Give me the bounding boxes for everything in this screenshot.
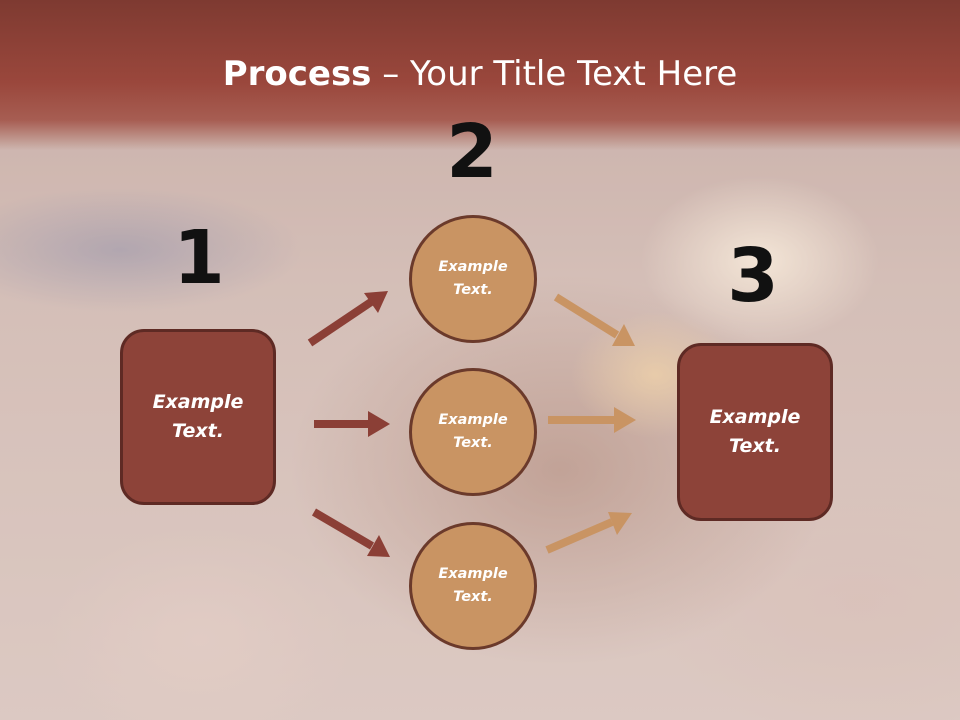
title-rest-part: – Your Title Text Here — [371, 54, 738, 94]
header-band — [0, 0, 960, 150]
step-1-box: Example Text. — [120, 329, 276, 505]
arrow-circle-middle-to-3 — [548, 407, 636, 433]
step-3-box-text: Example Text. — [709, 406, 801, 457]
circle-top: Example Text. — [409, 215, 537, 343]
arrow-1-to-circle-middle — [314, 411, 390, 437]
arrow-circle-bottom-to-3 — [545, 512, 632, 554]
circle-bottom-text: Example Text. — [438, 566, 508, 605]
step-number-1: 1 — [173, 215, 225, 301]
circle-bottom: Example Text. — [409, 522, 537, 650]
step-number-3: 3 — [727, 233, 779, 319]
slide-title: Process – Your Title Text Here — [0, 52, 960, 96]
circle-middle-text: Example Text. — [438, 412, 508, 451]
arrow-1-to-circle-bottom — [311, 508, 390, 557]
arrow-circle-top-to-3 — [553, 293, 635, 346]
step-number-2: 2 — [446, 109, 498, 195]
circle-middle: Example Text. — [409, 368, 537, 496]
step-3-box: Example Text. — [677, 343, 833, 521]
step-1-box-text: Example Text. — [152, 391, 244, 442]
circle-top-text: Example Text. — [438, 259, 508, 298]
title-bold-part: Process — [222, 54, 372, 94]
arrow-1-to-circle-top — [307, 291, 388, 347]
